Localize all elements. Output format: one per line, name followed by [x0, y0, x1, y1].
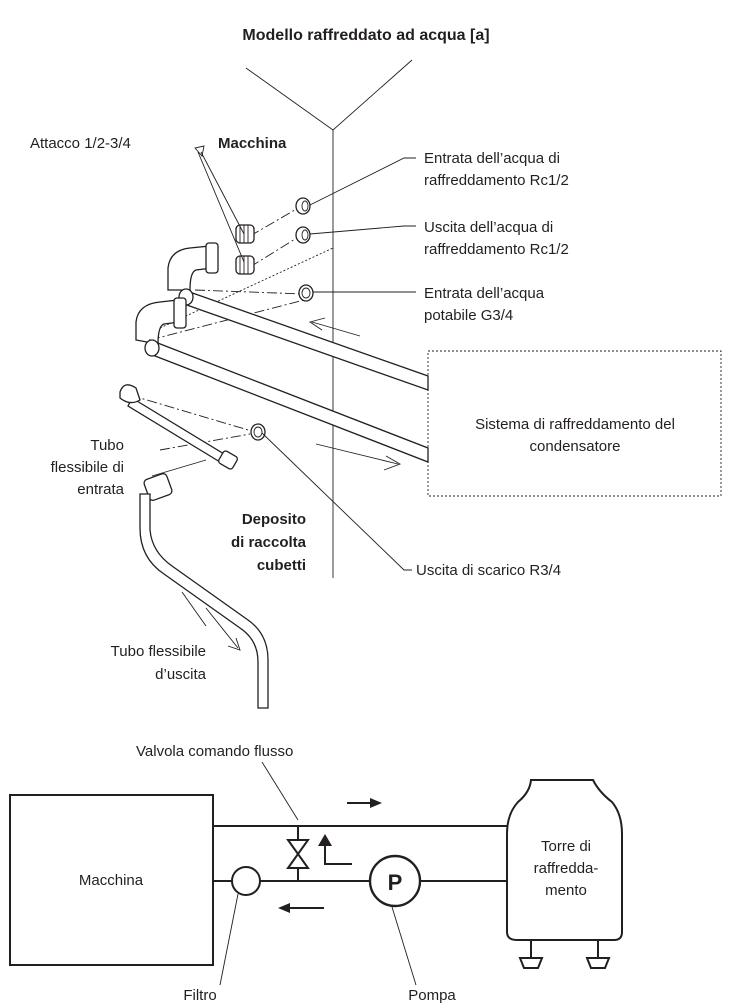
pump-symbol: P [388, 870, 403, 895]
inlet-hose-label-1: Tubo [90, 437, 124, 454]
tower-label-1: Torre di [541, 838, 591, 855]
filter-leader [219, 893, 239, 986]
bin-label-3: cubetti [257, 557, 306, 574]
connector-label: Attacco 1/2-3/4 [30, 135, 131, 152]
flow-direction-arrows [278, 798, 382, 913]
filter-label: Filtro [183, 987, 216, 1004]
potable-inlet-label-1: Entrata dell’acqua [424, 285, 545, 302]
tower-label-3: mento [545, 882, 587, 899]
leader-lines [151, 145, 416, 627]
page-title: Modello raffreddato ad acqua [a] [242, 27, 489, 44]
filter-icon [231, 866, 261, 896]
inlet-hose-label-2: flessibile di [51, 459, 124, 476]
condenser-system-label-2: condensatore [530, 438, 621, 455]
condenser-system-box [427, 350, 722, 497]
inlet-hose-label-3: entrata [77, 481, 124, 498]
inlet-cooling-label-1: Entrata dell’acqua di [424, 150, 560, 167]
outlet-hose-label-2: d’uscita [155, 666, 207, 683]
bin-label-2: di raccolta [231, 534, 307, 551]
pump-leader [391, 906, 417, 986]
valve-label: Valvola comando flusso [136, 743, 293, 760]
inlet-cooling-label-2: raffreddamento Rc1/2 [424, 172, 569, 189]
potable-inlet-label-2: potabile G3/4 [424, 307, 513, 324]
threaded-connectors [235, 224, 255, 275]
flow-control-valve-icon [286, 839, 310, 869]
machine-label-lower: Macchina [79, 872, 144, 889]
outlet-cooling-label-2: raffreddamento Rc1/2 [424, 241, 569, 258]
inlet-hose [119, 384, 238, 470]
pump-icon [368, 854, 422, 908]
bin-label-1: Deposito [242, 511, 306, 528]
drain-label: Uscita di scarico R3/4 [416, 562, 561, 579]
condenser-system-label-1: Sistema di raffreddamento del [475, 416, 675, 433]
cooling-tower-icon [506, 779, 623, 969]
bypass-arrow-icon [318, 834, 352, 865]
cooling-outlet-pipe [167, 242, 429, 391]
pump-label: Pompa [408, 987, 456, 1004]
outlet-hose [139, 473, 269, 709]
flow-arrows [205, 317, 402, 651]
valve-leader [261, 761, 299, 821]
tower-label-2: raffredda- [534, 860, 599, 877]
outlet-hose-label-1: Tubo flessibile [111, 643, 206, 660]
machine-label-upper: Macchina [218, 135, 287, 152]
wall-fittings [250, 197, 314, 441]
outlet-cooling-label-1: Uscita dell’acqua di [424, 219, 553, 236]
alignment-lines [129, 206, 305, 451]
